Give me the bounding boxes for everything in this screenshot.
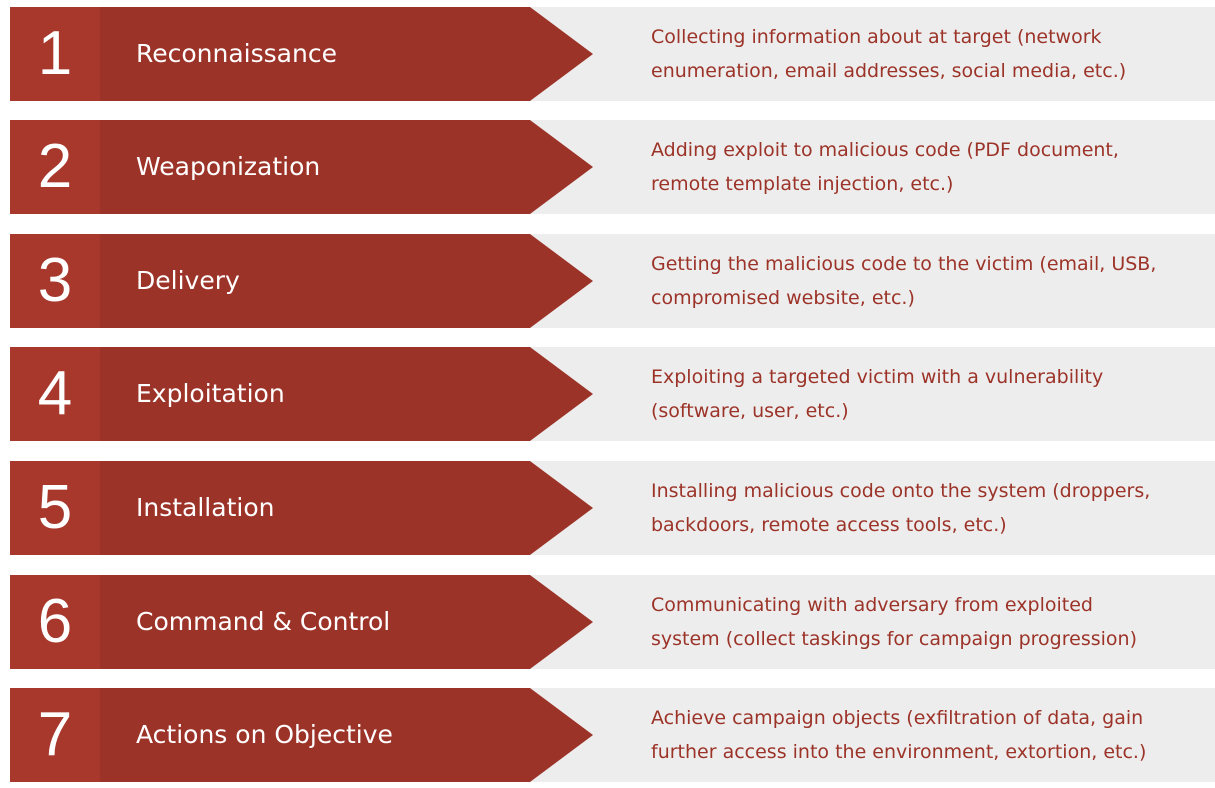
step-5-description-panel	[530, 461, 1215, 555]
step-7-description-panel	[530, 688, 1215, 782]
step-1-number-box	[10, 7, 100, 101]
step-3-number-box	[10, 234, 100, 328]
step-5-description-line-2: backdoors, remote access tools, etc.)	[651, 514, 1007, 536]
step-6-description-line-2: system (collect taskings for campaign pr…	[651, 628, 1137, 650]
step-5-description-line-1: Installing malicious code onto the syste…	[651, 480, 1151, 502]
step-7-arrow	[10, 688, 593, 782]
step-1-description: Collecting information about at target (…	[651, 20, 1211, 88]
step-4-title: Exploitation	[136, 379, 285, 408]
step-4: 4 Exploitation Exploiting a targeted vic…	[10, 347, 1215, 441]
step-5-arrow	[10, 461, 593, 555]
step-2-description-line-1: Adding exploit to malicious code (PDF do…	[651, 139, 1119, 161]
step-4-arrow	[10, 347, 593, 441]
step-1-title: Reconnaissance	[136, 39, 337, 68]
step-4-description: Exploiting a targeted victim with a vuln…	[651, 360, 1211, 428]
step-2-number: 2	[37, 132, 73, 201]
step-1-description-line-2: enumeration, email addresses, social med…	[651, 60, 1127, 82]
step-6-description: Communicating with adversary from exploi…	[651, 588, 1211, 656]
step-7: 7 Actions on Objective Achieve campaign …	[10, 688, 1215, 782]
step-4-number-box	[10, 347, 100, 441]
step-1-description-line-1: Collecting information about at target (…	[651, 26, 1102, 48]
step-2: 2 Weaponization Adding exploit to malici…	[10, 120, 1215, 214]
step-2-number-box	[10, 120, 100, 214]
step-4-description-line-2: (software, user, etc.)	[651, 400, 849, 422]
step-3-title: Delivery	[136, 266, 240, 295]
step-6-arrow	[10, 575, 593, 669]
step-6-number: 6	[37, 587, 73, 656]
step-1-arrow	[10, 7, 593, 101]
step-3-arrow	[10, 234, 593, 328]
step-6-description-panel	[530, 575, 1215, 669]
step-6-number-box	[10, 575, 100, 669]
step-7-description-line-1: Achieve campaign objects (exfiltration o…	[651, 707, 1144, 729]
step-2-title: Weaponization	[136, 152, 321, 181]
step-3-number: 3	[37, 246, 73, 315]
step-3-description: Getting the malicious code to the victim…	[651, 247, 1211, 315]
step-2-description: Adding exploit to malicious code (PDF do…	[651, 133, 1211, 201]
step-7-description-line-2: further access into the environment, ext…	[651, 741, 1147, 763]
step-5-number: 5	[37, 473, 73, 542]
step-2-description-line-2: remote template injection, etc.)	[651, 173, 954, 195]
step-1: 1 Reconnaissance Collecting information …	[10, 7, 1215, 101]
step-3: 3 Delivery Getting the malicious code to…	[10, 234, 1215, 328]
step-6-description-line-1: Communicating with adversary from exploi…	[651, 594, 1093, 616]
step-5-description: Installing malicious code onto the syste…	[651, 474, 1211, 542]
step-2-description-panel	[530, 120, 1215, 214]
step-3-description-line-2: compromised website, etc.)	[651, 287, 915, 309]
step-7-number: 7	[37, 700, 73, 769]
step-1-number: 1	[37, 19, 73, 88]
step-7-number-box	[10, 688, 100, 782]
step-3-description-line-1: Getting the malicious code to the victim…	[651, 253, 1157, 275]
step-1-description-panel	[530, 7, 1215, 101]
step-5-title: Installation	[136, 493, 275, 522]
step-3-description-panel	[530, 234, 1215, 328]
step-7-title: Actions on Objective	[136, 720, 393, 749]
step-5: 5 Installation Installing malicious code…	[10, 461, 1215, 555]
step-4-description-panel	[530, 347, 1215, 441]
step-7-description: Achieve campaign objects (exfiltration o…	[651, 701, 1211, 769]
step-4-description-line-1: Exploiting a targeted victim with a vuln…	[651, 366, 1104, 388]
step-6: 6 Command & Control Communicating with a…	[10, 575, 1215, 669]
step-4-number: 4	[37, 359, 73, 428]
step-2-arrow	[10, 120, 593, 214]
step-6-title: Command & Control	[136, 607, 391, 636]
step-5-number-box	[10, 461, 100, 555]
